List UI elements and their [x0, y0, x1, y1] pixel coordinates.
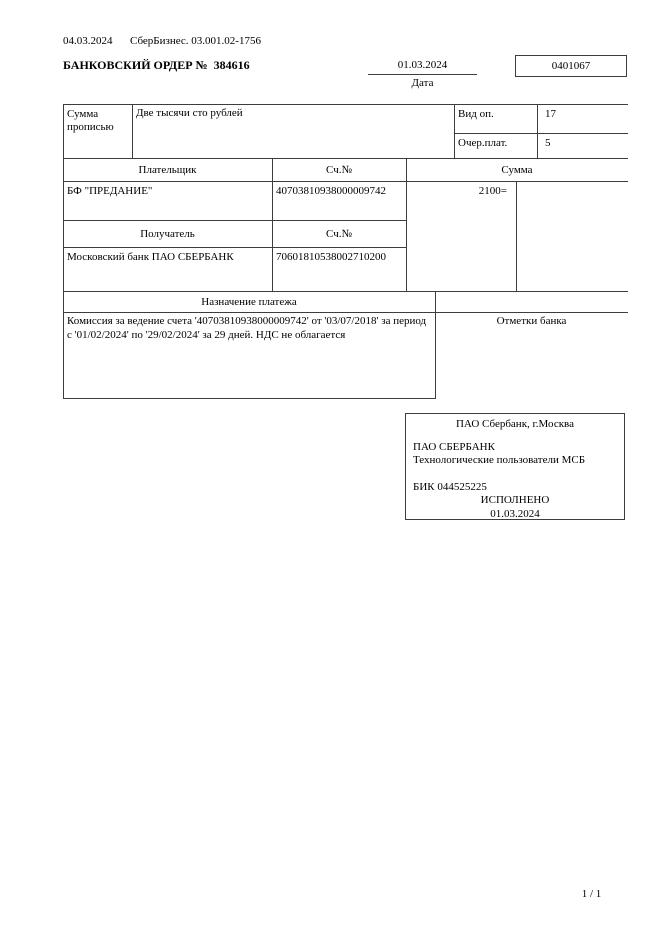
- grid-line: [537, 104, 538, 158]
- priority-value: 5: [545, 137, 551, 149]
- payer-header-label: Плательщик: [138, 164, 197, 176]
- grid-line: [63, 181, 628, 182]
- stamp-bik: БИК 044525225: [413, 480, 487, 493]
- grid-line: [454, 133, 628, 134]
- payee-name: Московский банк ПАО СБЕРБАНК: [67, 251, 234, 263]
- grid-line: [63, 158, 628, 159]
- amount-header-label: Сумма: [501, 164, 533, 176]
- priority-label: Очер.плат.: [458, 137, 508, 149]
- grid-line: [63, 104, 628, 105]
- payer-account-header-label: Сч.№: [326, 164, 352, 176]
- stamp-bank-name: ПАО СБЕРБАНК: [413, 440, 495, 453]
- document-title: БАНКОВСКИЙ ОРДЕР № 384616: [63, 58, 250, 72]
- grid-line: [132, 104, 133, 158]
- grid-line: [406, 158, 407, 291]
- op-type-value: 17: [545, 108, 556, 120]
- payee-account-value: 70601810538002710200: [276, 251, 386, 263]
- purpose-text: Комиссия за ведение счета '4070381093800…: [67, 315, 427, 341]
- page-number: 1 / 1: [581, 888, 602, 900]
- payer-account-value: 40703810938000009742: [276, 185, 386, 197]
- grid-line: [63, 158, 64, 291]
- grid-line: [272, 158, 273, 291]
- grid-line: [63, 312, 628, 313]
- amount-words-value: Две тысячи сто рублей: [136, 107, 243, 119]
- grid-line: [63, 247, 406, 248]
- form-code-value: 0401067: [551, 60, 591, 72]
- grid-line: [63, 220, 406, 221]
- date-label: Дата: [411, 77, 434, 89]
- grid-line: [435, 291, 436, 398]
- grid-line: [454, 104, 455, 158]
- grid-line: [63, 291, 64, 398]
- bank-marks-label: Отметки банка: [496, 315, 567, 327]
- op-type-label: Вид оп.: [458, 108, 494, 120]
- stamp-status: ИСПОЛНЕНО: [480, 494, 550, 506]
- print-meta-date: 04.03.2024: [63, 35, 113, 47]
- grid-line: [63, 104, 64, 158]
- form-code-box: 0401067: [515, 55, 627, 77]
- payer-name: БФ "ПРЕДАНИЕ": [67, 185, 153, 197]
- stamp-bank-unit: Технологические пользователи МСБ: [413, 454, 586, 466]
- payee-account-header-label: Сч.№: [326, 228, 352, 240]
- payee-header-label: Получатель: [140, 228, 195, 240]
- print-meta-source: СберБизнес. 03.001.02-1756: [130, 35, 261, 47]
- bank-stamp-box: ПАО Сбербанк, г.Москва ПАО СБЕРБАНК Техн…: [405, 413, 625, 520]
- stamp-bank-city: ПАО Сбербанк, г.Москва: [455, 418, 574, 430]
- grid-line: [63, 398, 436, 399]
- amount-value: 2100=: [478, 185, 507, 197]
- grid-line: [516, 181, 517, 291]
- grid-line: [63, 291, 628, 292]
- amount-words-label: Сумма прописью: [67, 108, 114, 133]
- stamp-status-date: 01.03.2024: [490, 507, 540, 520]
- date-underline: [368, 74, 477, 75]
- document-date-value: 01.03.2024: [397, 59, 448, 71]
- purpose-header-label: Назначение платежа: [201, 296, 297, 308]
